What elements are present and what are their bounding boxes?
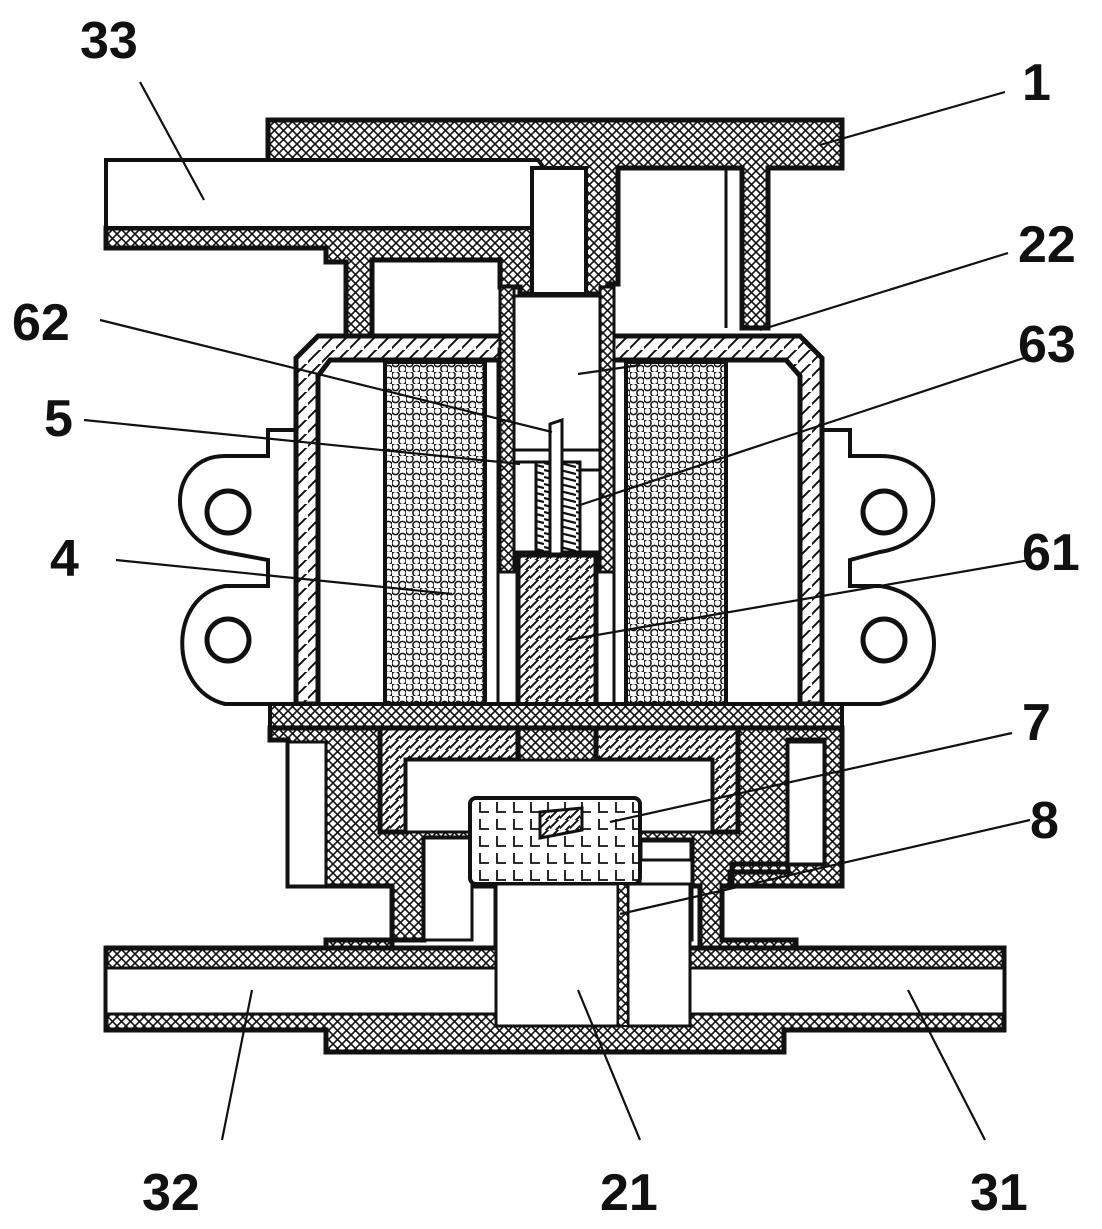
outlet-channel-31 [688, 966, 1006, 1016]
mount-hole-upper-right [860, 488, 908, 536]
label-4: 4 [50, 530, 79, 588]
top-cover [103, 117, 845, 341]
label-32: 32 [142, 1164, 200, 1222]
outlet-channel-32 [104, 966, 504, 1016]
label-63: 63 [1018, 316, 1076, 374]
mount-hole-upper-left [204, 488, 252, 536]
inlet-channel-33 [104, 158, 551, 230]
label-21: 21 [600, 1164, 658, 1222]
label-5: 5 [44, 390, 73, 448]
label-22: 22 [1018, 216, 1076, 274]
label-33: 33 [80, 12, 138, 70]
label-31: 31 [970, 1164, 1028, 1222]
mounting-ear-left [178, 428, 300, 706]
label-1: 1 [1022, 54, 1051, 112]
bypass-channel [626, 882, 692, 1028]
coil-winding-right [624, 360, 728, 706]
center-channel-21 [494, 882, 620, 1028]
top-vertical-bore [530, 166, 588, 296]
guide-rod [548, 417, 564, 558]
coil-winding-left [383, 360, 487, 706]
label-61: 61 [1022, 524, 1080, 582]
mount-hole-lower-right [860, 616, 908, 664]
mount-hole-lower-left [204, 616, 252, 664]
mounting-ear-right [818, 428, 936, 706]
label-7: 7 [1022, 694, 1051, 752]
callout-labels: 33 1 22 62 63 5 4 61 7 8 32 21 31 [12, 12, 1080, 1222]
leader-lines [83, 81, 1031, 1141]
label-62: 62 [12, 294, 70, 352]
bottom-pipe [103, 882, 1007, 1055]
spring-assembly [512, 417, 602, 558]
label-8: 8 [1030, 792, 1059, 850]
